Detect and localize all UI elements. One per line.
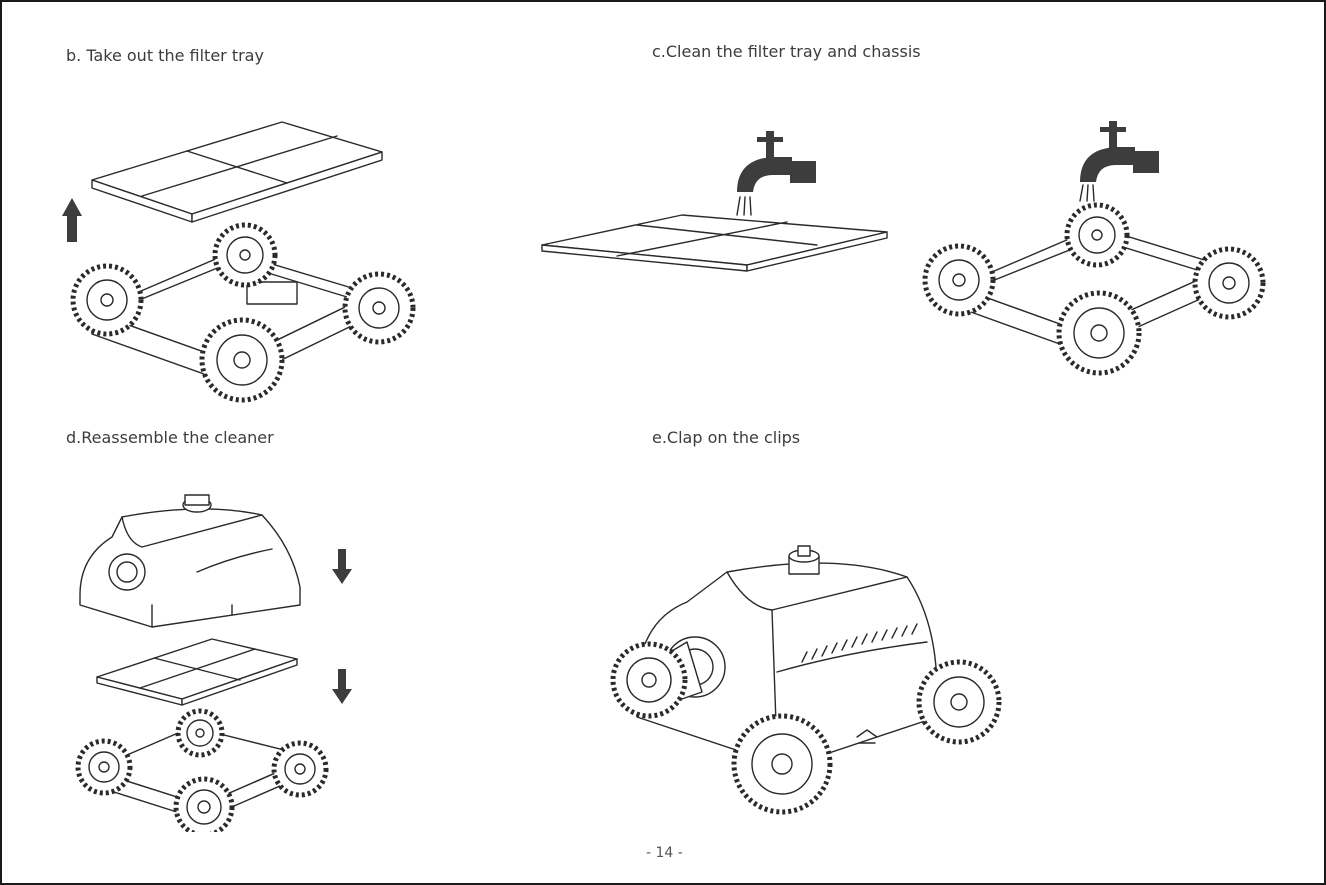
wheel-back-left bbox=[78, 741, 130, 793]
wheel-front-right bbox=[345, 274, 413, 342]
arrow-down-icon bbox=[332, 549, 352, 584]
wheel-front-right bbox=[919, 662, 999, 742]
wheel-back-right bbox=[1067, 205, 1127, 265]
water-stream bbox=[1080, 185, 1094, 201]
top-cover bbox=[80, 495, 300, 627]
faucet-icon bbox=[737, 131, 816, 192]
step-e-label: e.Clap on the clips bbox=[652, 428, 800, 447]
step-e-illustration bbox=[607, 542, 1007, 832]
step-d-illustration bbox=[72, 487, 372, 832]
top-knob bbox=[789, 546, 819, 574]
filter-tray bbox=[92, 122, 382, 222]
wheel-back-right bbox=[215, 225, 275, 285]
step-b-label: b. Take out the filter tray bbox=[66, 46, 264, 65]
arrow-up-icon bbox=[62, 198, 82, 242]
faucet-icon bbox=[1080, 121, 1159, 182]
step-b-illustration bbox=[52, 112, 432, 412]
step-d-label: d.Reassemble the cleaner bbox=[66, 428, 274, 447]
water-stream bbox=[737, 197, 751, 215]
wheel-front-left bbox=[202, 320, 282, 400]
wheel-back-left bbox=[925, 246, 993, 314]
page-number: - 14 - bbox=[646, 845, 683, 861]
filter-tray bbox=[97, 639, 297, 705]
arrow-down-icon bbox=[332, 669, 352, 704]
wheel-back-right bbox=[178, 711, 222, 755]
wheel-front-right bbox=[274, 743, 326, 795]
wheel-back-left bbox=[73, 266, 141, 334]
filter-tray-washing bbox=[542, 215, 887, 271]
wheel-front-left bbox=[1059, 293, 1139, 373]
wheel-front-left bbox=[734, 716, 830, 812]
wheel-front-right bbox=[1195, 249, 1263, 317]
step-c-label: c.Clean the filter tray and chassis bbox=[652, 42, 921, 61]
wheel-back-left bbox=[613, 644, 685, 716]
step-c-illustration bbox=[537, 117, 1277, 387]
